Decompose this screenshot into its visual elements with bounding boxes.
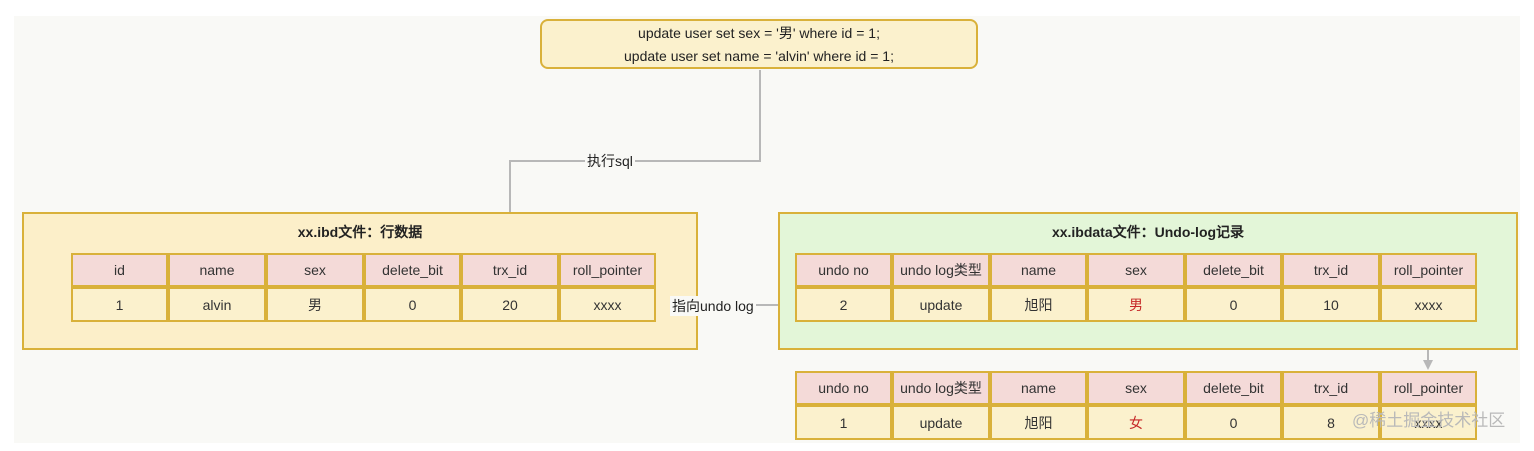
undo2-cell-roll-pointer: xxxx [1380,405,1477,440]
undo-log-title: xx.ibdata文件：Undo-log记录 [1051,224,1245,240]
undo2-cell-undo-no: 1 [795,405,892,440]
ibd-cell-roll-pointer: xxxx [559,287,656,322]
undo1-header-undo-no: undo no [795,253,892,287]
undo1-cell-delete-bit: 0 [1185,287,1282,322]
ibd-cell-trx-id: 20 [461,287,559,322]
undo1-cell-undo-type: update [892,287,990,322]
ibd-header-sex: sex [266,253,364,287]
undo2-cell-name: 旭阳 [990,405,1087,440]
undo1-header-sex: sex [1087,253,1185,287]
ibd-cell-name: alvin [168,287,266,322]
undo-pointer-label: 指向undo log [670,296,756,316]
ibd-header-roll-pointer: roll_pointer [559,253,656,287]
undo1-cell-roll-pointer: xxxx [1380,287,1477,322]
undo1-cell-name: 旭阳 [990,287,1087,322]
undo1-cell-sex: 男 [1087,287,1185,322]
ibd-cell-sex: 男 [266,287,364,322]
undo2-cell-trx-id: 8 [1282,405,1380,440]
ibd-header-id: id [71,253,168,287]
undo2-header-undo-type: undo log类型 [892,371,990,405]
undo1-cell-trx-id: 10 [1282,287,1380,322]
undo1-cell-undo-no: 2 [795,287,892,322]
undo1-header-delete-bit: delete_bit [1185,253,1282,287]
undo1-header-trx-id: trx_id [1282,253,1380,287]
sql-line-2: update user set name = 'alvin' where id … [624,48,894,64]
undo1-header-roll-pointer: roll_pointer [1380,253,1477,287]
ibd-cell-delete-bit: 0 [364,287,461,322]
undo2-cell-sex: 女 [1087,405,1185,440]
ibd-header-trx-id: trx_id [461,253,559,287]
undo1-header-undo-type: undo log类型 [892,253,990,287]
watermark: @稀土掘金技术社区 [1352,411,1506,430]
sql-statements-box: update user set sex = '男' where id = 1; … [540,19,978,69]
undo2-cell-delete-bit: 0 [1185,405,1282,440]
ibd-file-title: xx.ibd文件：行数据 [297,224,423,240]
undo2-header-roll-pointer: roll_pointer [1380,371,1477,405]
undo1-header-name: name [990,253,1087,287]
undo2-header-undo-no: undo no [795,371,892,405]
undo2-header-delete-bit: delete_bit [1185,371,1282,405]
undo2-header-trx-id: trx_id [1282,371,1380,405]
undo2-header-sex: sex [1087,371,1185,405]
ibd-header-delete-bit: delete_bit [364,253,461,287]
sql-line-1: update user set sex = '男' where id = 1; [638,25,880,41]
undo2-cell-undo-type: update [892,405,990,440]
undo2-header-name: name [990,371,1087,405]
exec-sql-label: 执行sql [585,151,635,171]
ibd-header-name: name [168,253,266,287]
ibd-cell-id: 1 [71,287,168,322]
